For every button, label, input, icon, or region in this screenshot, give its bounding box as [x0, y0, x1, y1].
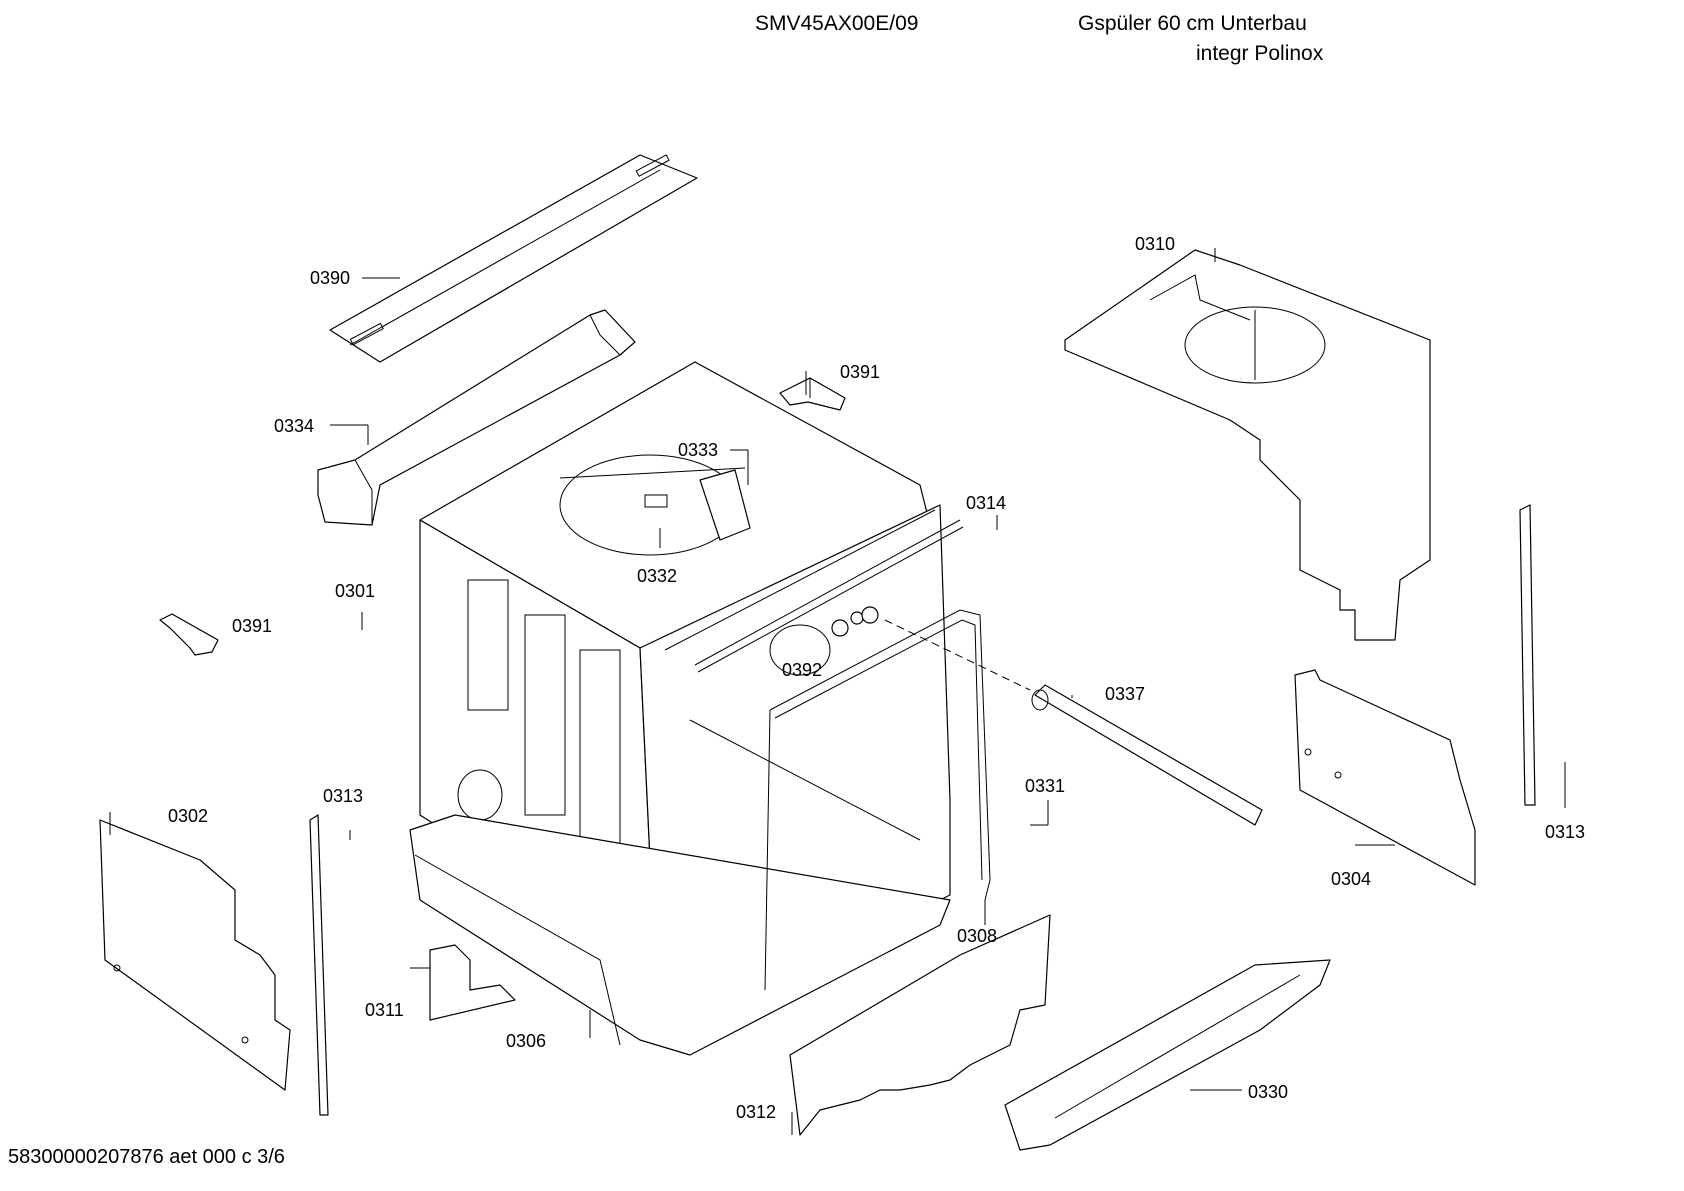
callout-0313-left: 0313 — [323, 786, 363, 806]
callout-0308: 0308 — [957, 926, 997, 946]
part-0313-side-strip-right[interactable] — [1519, 504, 1536, 806]
part-0333-0332-dispenser[interactable] — [644, 469, 751, 541]
part-0337-spray-tube[interactable] — [1031, 684, 1263, 826]
part-0334-front-bracket[interactable] — [317, 309, 636, 526]
part-0304-right-side-panel[interactable] — [1294, 669, 1476, 886]
part-0391-bracket-top[interactable] — [779, 377, 846, 411]
callout-0310: 0310 — [1135, 234, 1175, 254]
part-0301-main-tub[interactable] — [409, 361, 951, 1056]
part-0310-insulation-cover[interactable] — [1064, 249, 1431, 641]
part-0391-bracket-left[interactable] — [159, 613, 219, 656]
callout-0392: 0392 — [782, 660, 822, 680]
callout-0337: 0337 — [1105, 684, 1145, 704]
callout-0334: 0334 — [274, 416, 314, 436]
part-0330-toe-kick-strip[interactable] — [1004, 959, 1331, 1151]
part-0390-mounting-strip[interactable] — [329, 154, 698, 363]
part-0311-insulation-block[interactable] — [429, 944, 516, 1021]
product-description-line2: integr Polinox — [1196, 42, 1324, 65]
part-0302-left-side-panel[interactable] — [99, 819, 291, 1091]
callout-0306: 0306 — [506, 1031, 546, 1051]
callout-0301: 0301 — [335, 581, 375, 601]
callout-0330: 0330 — [1248, 1082, 1288, 1102]
callout-0390: 0390 — [310, 268, 350, 288]
part-0313-side-strip-left[interactable] — [309, 814, 329, 1116]
part-0314-seal[interactable] — [694, 519, 964, 673]
part-0306-base-trough[interactable] — [414, 854, 621, 1046]
callout-0333: 0333 — [678, 440, 718, 460]
callout-0391-top: 0391 — [840, 362, 880, 382]
product-description-line1: Gspüler 60 cm Unterbau — [1078, 12, 1307, 35]
model-number: SMV45AX00E/09 — [755, 12, 919, 35]
callout-0313-right: 0313 — [1545, 822, 1585, 842]
callout-0304: 0304 — [1331, 869, 1371, 889]
part-0312-kick-panel[interactable] — [789, 914, 1051, 1136]
leader-lines — [109, 248, 1566, 1135]
part-0331-gasket-frame[interactable] — [764, 609, 991, 991]
part-0392-fittings[interactable] — [831, 606, 1031, 691]
callout-0331: 0331 — [1025, 776, 1065, 796]
callout-0311: 0311 — [365, 1000, 404, 1020]
callout-0332: 0332 — [637, 566, 677, 586]
document-id: 58300000207876 aet 000 c 3/6 — [8, 1146, 285, 1168]
callout-labels: 0390 0334 0391 0391 0333 0332 0314 0301 … — [168, 234, 1585, 1122]
callout-0391-left: 0391 — [232, 616, 272, 636]
callout-0312: 0312 — [736, 1102, 776, 1122]
callout-0302: 0302 — [168, 806, 208, 826]
callout-0314: 0314 — [966, 493, 1006, 513]
